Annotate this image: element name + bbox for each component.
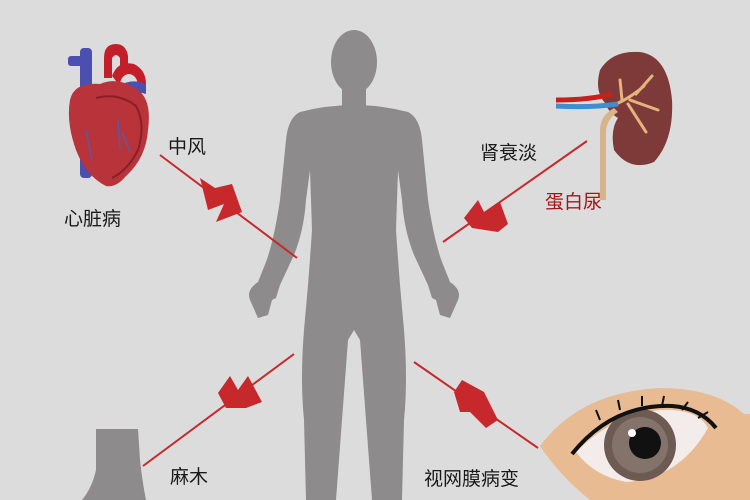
- foot-illustration: [82, 429, 146, 500]
- label-retinopathy: 视网膜病变: [424, 468, 520, 490]
- arrow-eye-to-body: [413, 361, 539, 449]
- kidney-illustration: [555, 51, 673, 200]
- label-heart-disease: 心脏病: [64, 208, 122, 230]
- eye-illustration: [540, 388, 750, 500]
- arrows: [142, 140, 588, 467]
- label-proteinuria: 蛋白尿: [545, 191, 603, 213]
- human-body-silhouette: [249, 30, 459, 500]
- label-stroke: 中风: [168, 136, 207, 158]
- label-numbness: 麻木: [170, 466, 209, 488]
- heart-illustration: [68, 44, 149, 187]
- label-kidney-failure: 肾衰淡: [480, 142, 538, 164]
- arrow-kidney-to-body: [442, 140, 588, 243]
- arrow-stroke-to-body: [159, 154, 298, 259]
- arrow-body-to-numbness: [142, 353, 295, 467]
